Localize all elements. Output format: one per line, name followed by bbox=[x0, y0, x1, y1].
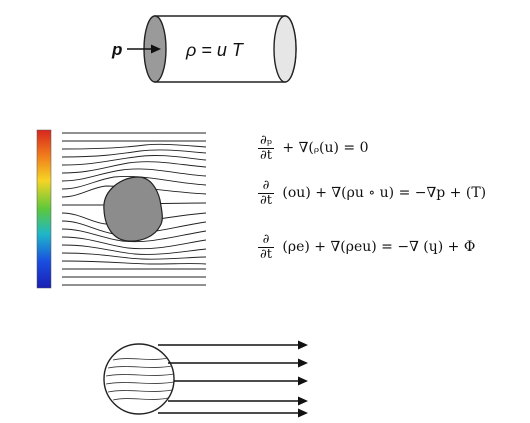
arrow-heads bbox=[298, 340, 308, 418]
equation-energy: ∂ ∂t (ρe) + ∇(ρeu) = −∇ (ɥ) + Φ bbox=[258, 233, 475, 261]
equation-fraction: ∂ₚ ∂t bbox=[258, 134, 274, 162]
equation-continuity: ∂ₚ ∂t + ∇(ᵨ(u) = 0 bbox=[258, 134, 368, 162]
streamline bbox=[61, 143, 207, 150]
equation-rest: (ρe) + ∇(ρeu) = −∇ (ɥ) + Φ bbox=[282, 239, 476, 256]
fraction-numerator: ∂ bbox=[258, 179, 274, 194]
streamline bbox=[61, 155, 207, 166]
obstacle bbox=[103, 176, 163, 242]
streamline bbox=[61, 236, 207, 250]
streamline bbox=[61, 161, 207, 174]
input-arrow-head bbox=[151, 44, 161, 54]
equation-fraction: ∂ ∂t bbox=[258, 233, 274, 261]
sphere-diagram bbox=[103, 340, 308, 418]
fraction-denominator: ∂t bbox=[260, 147, 272, 163]
streamline bbox=[61, 244, 207, 255]
streamline bbox=[61, 252, 207, 260]
fraction-denominator: ∂t bbox=[260, 192, 272, 208]
streamline-field bbox=[61, 132, 207, 286]
streamline bbox=[61, 260, 207, 265]
fraction-numerator: ∂ bbox=[258, 233, 274, 248]
cylinder-text: ρ = u T bbox=[185, 40, 245, 60]
equation-rest: + ∇(ᵨ(u) = 0 bbox=[282, 140, 369, 157]
cylinder-diagram: p ρ = u T bbox=[111, 15, 297, 83]
flow-arrows bbox=[158, 344, 300, 414]
fraction-denominator: ∂t bbox=[260, 246, 272, 262]
sphere bbox=[103, 343, 175, 415]
pressure-label: p bbox=[111, 40, 122, 59]
cylinder-right-cap bbox=[273, 15, 297, 83]
streamline bbox=[61, 149, 207, 158]
equation-momentum: ∂ ∂t (ou) + ∇(ρu ∘ u) = −∇p + (T) bbox=[258, 179, 486, 207]
fraction-numerator: ∂ₚ bbox=[258, 134, 274, 149]
streamline bbox=[61, 228, 207, 243]
streamline bbox=[61, 175, 207, 190]
streamline bbox=[61, 168, 207, 182]
streamline bbox=[61, 185, 207, 198]
equation-rest: (ou) + ∇(ρu ∘ u) = −∇p + (T) bbox=[282, 185, 487, 202]
equation-fraction: ∂ ∂t bbox=[258, 179, 274, 207]
sphere-streaks bbox=[105, 357, 175, 401]
colorbar bbox=[36, 129, 52, 289]
